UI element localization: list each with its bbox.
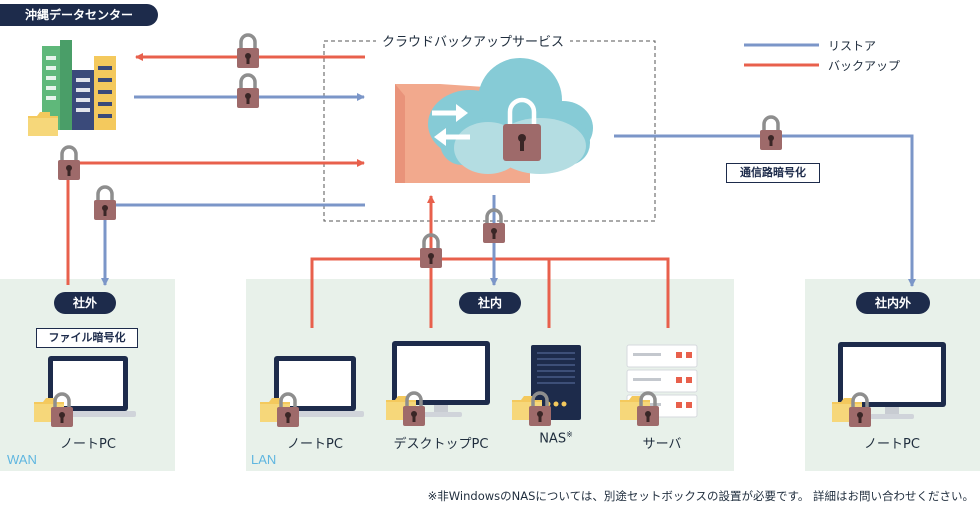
lan-label: LAN	[251, 452, 277, 467]
inside-pc-label: ノートPC	[287, 437, 343, 452]
nas-footnote-mark: ※	[566, 430, 573, 439]
outside-pc-label: ノートPC	[60, 437, 116, 452]
datacenter-building-icon	[42, 40, 116, 130]
file-encryption-tag: ファイル暗号化	[36, 328, 138, 348]
comm-encryption-tag: 通信路暗号化	[726, 163, 820, 183]
cloud-title: クラウドバックアップサービス	[376, 31, 571, 50]
arrow-restore-both	[614, 134, 916, 287]
footnote: ※非WindowsのNASについては、別途セットボックスの設置が必要です。 詳細…	[427, 489, 974, 503]
legend-restore-label: リストア	[828, 39, 877, 53]
zone-outside-badge: 社外	[54, 292, 116, 314]
nas-label: NAS※	[496, 430, 616, 446]
desktop-pc-icon	[392, 341, 490, 417]
zone-both-badge: 社内外	[856, 292, 930, 314]
datacenter-badge: 沖縄データセンター	[0, 4, 158, 26]
both-pc-icon	[838, 342, 946, 419]
lock-icon	[235, 73, 261, 110]
lock-icon	[56, 145, 82, 182]
lock-icon	[758, 115, 784, 152]
nas-icon	[531, 345, 581, 420]
lock-icon	[235, 33, 261, 70]
arrow-outside-backup	[66, 159, 365, 285]
desktop-label: デスクトップPC	[393, 437, 489, 452]
cloud-box	[323, 40, 656, 222]
cloud-storage-icon	[395, 58, 593, 183]
inside-backup-bus	[310, 257, 670, 328]
nas-label-text: NAS	[539, 431, 567, 447]
both-pc-label: ノートPC	[864, 437, 920, 452]
zone-inside-badge: 社内	[459, 292, 521, 314]
lock-icon	[92, 185, 118, 222]
wan-label: WAN	[7, 452, 37, 467]
server-label: サーバ	[642, 437, 682, 452]
arrow-outside-restore	[101, 203, 365, 286]
legend-backup-label: バックアップ	[828, 59, 901, 73]
